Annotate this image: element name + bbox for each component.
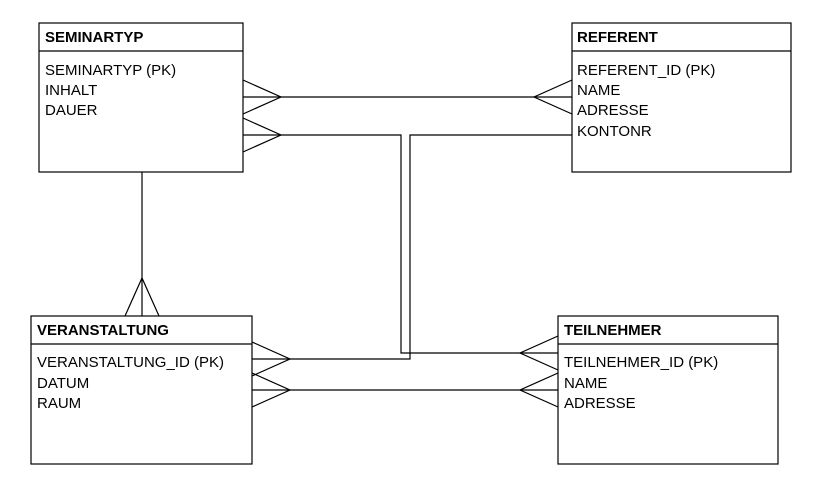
entity-teilnehmer[interactable]: TEILNEHMER TEILNEHMER_ID (PK) NAME ADRES… [557, 315, 779, 465]
attribute-veranstaltung-id-pk: VERANSTALTUNG_ID (PK) [37, 354, 224, 371]
entity-referent[interactable]: REFERENT REFERENT_ID (PK) NAME ADRESSE K… [571, 22, 792, 173]
attribute-name: NAME [564, 375, 607, 392]
relationship-veranstaltung-teilnehmer [251, 372, 559, 408]
entity-title: SEMINARTYP [45, 29, 143, 46]
relationship-referent-veranstaltung [251, 134, 572, 377]
attribute-referent-id-pk: REFERENT_ID (PK) [577, 62, 715, 79]
attribute-datum: DATUM [37, 375, 89, 392]
attribute-adresse: ADRESSE [577, 102, 649, 119]
relationships [124, 79, 573, 408]
entity-veranstaltung[interactable]: VERANSTALTUNG VERANSTALTUNG_ID (PK) DATU… [30, 315, 253, 465]
entity-title: TEILNEHMER [564, 322, 662, 339]
attribute-kontonr: KONTONR [577, 123, 652, 140]
attribute-dauer: DAUER [45, 102, 98, 119]
relationship-seminartyp-referent [242, 79, 573, 115]
attribute-name: NAME [577, 82, 620, 99]
entity-title: REFERENT [577, 29, 658, 46]
relationship-seminartyp-teilnehmer [242, 117, 559, 371]
attribute-inhalt: INHALT [45, 82, 97, 99]
attribute-teilnehmer-id-pk: TEILNEHMER_ID (PK) [564, 354, 718, 371]
relationship-seminartyp-veranstaltung [124, 172, 160, 317]
attribute-adresse: ADRESSE [564, 395, 636, 412]
attribute-seminartyp-pk: SEMINARTYP (PK) [45, 62, 176, 79]
entity-title: VERANSTALTUNG [37, 322, 169, 339]
attribute-raum: RAUM [37, 395, 81, 412]
entity-seminartyp[interactable]: SEMINARTYP SEMINARTYP (PK) INHALT DAUER [38, 22, 244, 173]
